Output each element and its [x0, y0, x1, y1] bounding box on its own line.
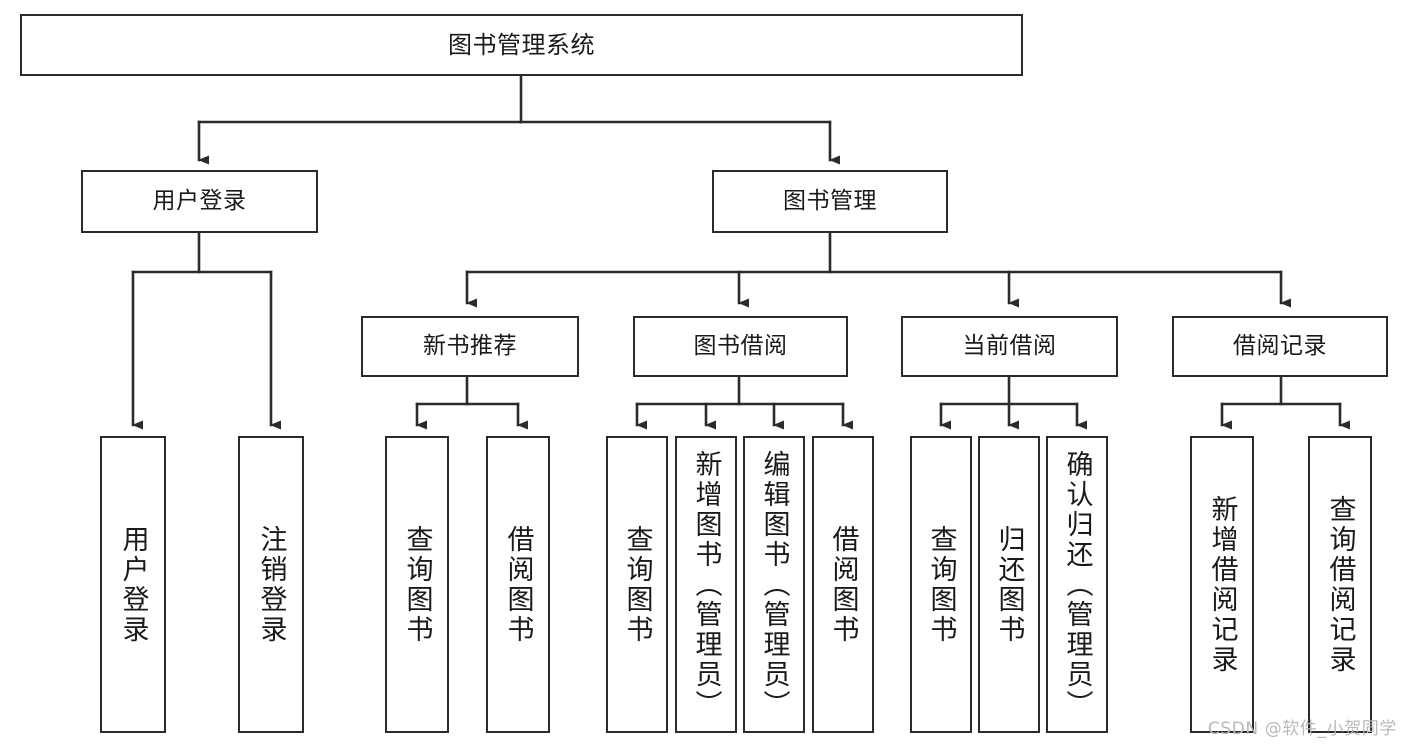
node-root-book-management-system[interactable]: 图书管理系统 [20, 14, 1023, 76]
leaf-borrow-record-add-record[interactable]: 新增借阅记录 [1190, 436, 1254, 733]
node-borrow-record[interactable]: 借阅记录 [1172, 316, 1388, 377]
csdn-watermark: CSDN @软件_小贺同学 [1207, 719, 1397, 739]
node-label: 借阅图书 [827, 524, 859, 645]
node-label: 查询借阅记录 [1324, 494, 1356, 675]
leaf-book-borrow-add-book-admin[interactable]: 新增图书（管理员） [675, 436, 737, 733]
leaf-current-borrow-query-book[interactable]: 查询图书 [910, 436, 972, 733]
node-label: 确认归还（管理员） [1061, 449, 1093, 720]
node-label: 查询图书 [401, 524, 433, 645]
leaf-book-borrow-edit-book-admin[interactable]: 编辑图书（管理员） [743, 436, 805, 733]
node-current-borrow[interactable]: 当前借阅 [901, 316, 1118, 377]
node-label: 当前借阅 [962, 332, 1057, 359]
node-label: 编辑图书（管理员） [758, 449, 790, 720]
node-user-login[interactable]: 用户登录 [81, 170, 318, 233]
node-label: 新增借阅记录 [1206, 494, 1238, 675]
leaf-user-login-logout[interactable]: 注销登录 [238, 436, 304, 733]
node-label: 借阅记录 [1233, 332, 1327, 359]
node-label: 借阅图书 [502, 524, 534, 645]
node-label: 图书借阅 [693, 332, 788, 359]
leaf-current-borrow-return-book[interactable]: 归还图书 [978, 436, 1040, 733]
node-label: 图书管理 [783, 187, 877, 214]
leaf-book-borrow-query-book[interactable]: 查询图书 [606, 436, 668, 733]
node-new-book-recommend[interactable]: 新书推荐 [361, 316, 579, 377]
node-label: 查询图书 [621, 524, 653, 645]
node-label: 注销登录 [255, 524, 287, 645]
node-label: 归还图书 [993, 524, 1025, 645]
leaf-current-borrow-confirm-return-admin[interactable]: 确认归还（管理员） [1046, 436, 1108, 733]
leaf-book-borrow-borrow-book[interactable]: 借阅图书 [812, 436, 874, 733]
node-book-management[interactable]: 图书管理 [712, 170, 948, 233]
node-label: 查询图书 [925, 524, 957, 645]
node-book-borrow[interactable]: 图书借阅 [633, 316, 848, 377]
node-label: 新书推荐 [423, 332, 517, 359]
node-label: 用户登录 [152, 187, 247, 214]
node-label: 图书管理系统 [448, 30, 595, 59]
node-label: 新增图书（管理员） [690, 449, 722, 720]
leaf-borrow-record-query-record[interactable]: 查询借阅记录 [1308, 436, 1372, 733]
leaf-user-login-login[interactable]: 用户登录 [100, 436, 166, 733]
leaf-new-book-borrow-book[interactable]: 借阅图书 [486, 436, 550, 733]
node-label: 用户登录 [117, 524, 149, 645]
leaf-new-book-query-book[interactable]: 查询图书 [385, 436, 449, 733]
